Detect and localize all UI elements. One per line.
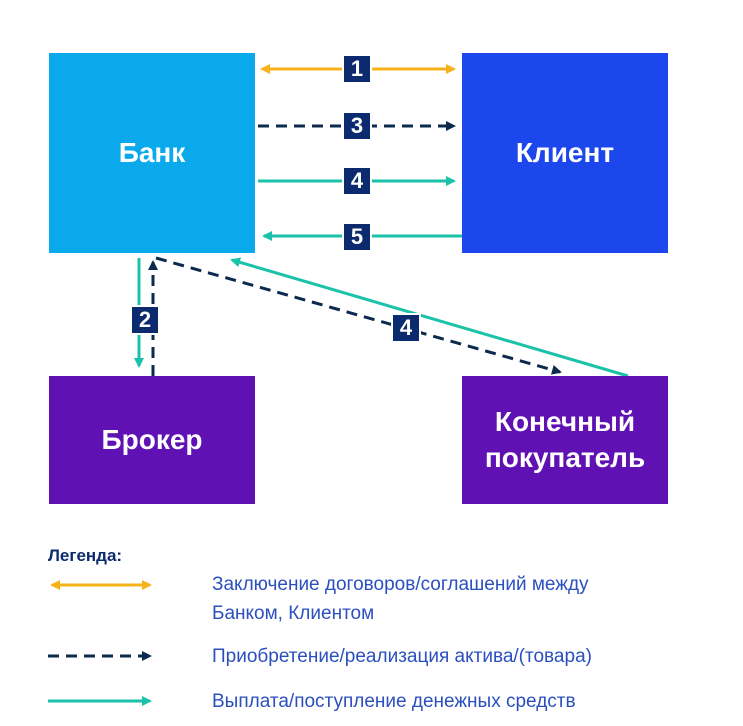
legend-contract-text-line1: Заключение договоров/соглашений между bbox=[212, 574, 589, 595]
step-badge-4: 4 bbox=[342, 166, 372, 196]
end-buyer-node: Конечный покупатель bbox=[462, 376, 668, 504]
step-badge-3: 3 bbox=[342, 111, 372, 141]
step-badge-5: 5 bbox=[342, 222, 372, 252]
legend-asset-text: Приобретение/реализация актива/(товара) bbox=[212, 646, 592, 667]
asset-arrow-bank-buyer bbox=[155, 256, 562, 375]
bank-label: Банк bbox=[118, 136, 186, 168]
client-node: Клиент bbox=[462, 53, 668, 253]
step-badge-4-diagonal: 4 bbox=[391, 313, 421, 343]
legend-cash-text: Выплата/поступление денежных средств bbox=[212, 691, 576, 712]
cash-arrow-buyer-bank bbox=[230, 257, 629, 378]
broker-node: Брокер bbox=[49, 376, 255, 504]
end-buyer-label-line2: покупатель bbox=[484, 442, 646, 473]
legend-contract-text-line2: Банком, Клиентом bbox=[212, 603, 375, 624]
legend-title: Легенда: bbox=[48, 546, 123, 565]
legend-contract-text: Заключение договоров/соглашений между Ба… bbox=[212, 570, 589, 628]
step-badge-1: 1 bbox=[342, 54, 372, 84]
end-buyer-label-line1: Конечный bbox=[494, 405, 636, 437]
step-badge-2: 2 bbox=[130, 305, 160, 335]
broker-label: Брокер bbox=[101, 423, 203, 455]
client-label: Клиент bbox=[515, 136, 615, 168]
bank-node: Банк bbox=[49, 53, 255, 253]
